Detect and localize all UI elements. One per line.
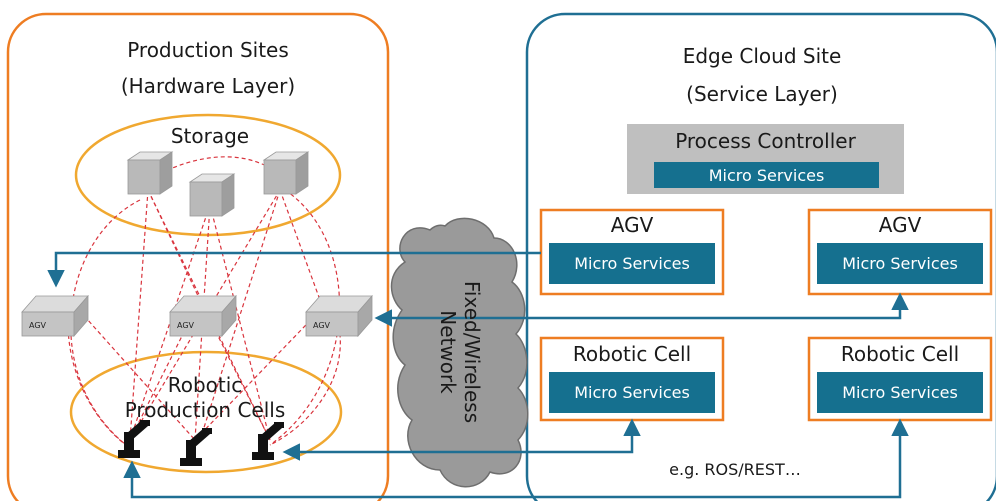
service-links [47,251,909,499]
agv-left-ms-label: Micro Services [574,254,690,273]
edge-subtitle: (Service Layer) [686,82,838,106]
production-subtitle: (Hardware Layer) [120,74,296,98]
storage-cube-3 [262,151,310,195]
agv-vehicle-left [21,294,89,338]
agv-right-ms-box [817,243,983,284]
storage-cube-1 [126,151,174,195]
network-label-line1: Fixed/Wireless [460,280,484,424]
robot-arm-icon [118,420,150,458]
storage-label: Storage [170,124,250,148]
cells-label-line2: Production Cells [124,398,286,422]
agv-left-label: AGV [610,213,654,237]
robot-arm-icon [180,428,212,466]
process-controller-ms-label: Micro Services [708,166,825,185]
protocol-note: e.g. ROS/REST… [669,460,801,479]
storage-cube-2 [188,173,236,217]
production-sites-box [6,12,390,501]
agv-tag-left: AGV [29,321,47,330]
robotic-right-ms-label: Micro Services [842,383,958,402]
edge-title: Edge Cloud Site [682,44,842,68]
cells-label-line1: Robotic [167,373,243,397]
robotic-right-label: Robotic Cell [840,342,960,366]
agv-left-ms-box [549,243,715,284]
agv-vehicle-center [169,294,237,338]
robotic-right-ms-box [817,372,983,413]
process-controller-ms-box [654,162,879,188]
robotic-left-label: Robotic Cell [572,342,692,366]
agv-tag-center: AGV [177,321,195,330]
robotic-left-ms-box [549,372,715,413]
network-label: Fixed/Wireless Network [436,252,484,452]
edge-cloud-box [525,12,996,501]
production-title: Production Sites [127,38,289,62]
agv-right-label: AGV [878,213,922,237]
network-label-line2: Network [436,310,460,394]
agv-vehicle-right [305,294,373,338]
process-controller-label: Process Controller [675,129,856,153]
robotic-left-ms-label: Micro Services [574,383,690,402]
robot-arm-icon [252,422,284,460]
agv-right-ms-label: Micro Services [842,254,958,273]
agv-tag-right: AGV [313,321,331,330]
